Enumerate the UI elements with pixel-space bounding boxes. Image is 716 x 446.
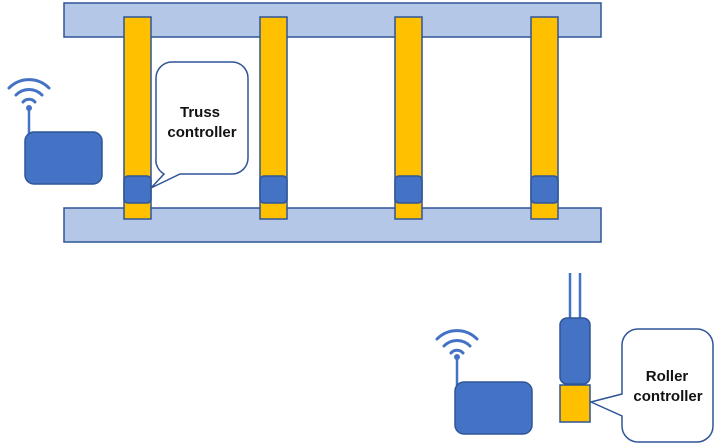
truss-callout-line1: Truss [180, 104, 220, 121]
top-rail [63, 2, 602, 38]
wifi-icon [435, 329, 479, 355]
gateway-right [435, 329, 533, 435]
truss-callout-line2: controller [167, 124, 236, 141]
callout-bubble [150, 61, 249, 189]
gateway-left [7, 78, 103, 185]
truss-1 [123, 16, 152, 220]
truss-controller-module [259, 175, 288, 204]
roller-assembly [559, 273, 591, 423]
roller-controller-module [559, 384, 591, 423]
wifi-icon [7, 78, 51, 104]
truss-3 [394, 16, 423, 220]
roller-callout-line2: controller [633, 388, 702, 405]
gateway-box [24, 131, 103, 185]
gateway-box [454, 381, 533, 435]
roller-motor [559, 317, 591, 385]
roller-controller-callout: Roller controller [588, 328, 714, 443]
truss-controller-module [530, 175, 559, 204]
truss-2 [259, 16, 288, 220]
truss-controller-module [123, 175, 152, 204]
bottom-rail [63, 207, 602, 243]
truss-controller-callout: Truss controller [150, 61, 249, 189]
roller-callout-line1: Roller [646, 368, 689, 385]
truss-controller-module [394, 175, 423, 204]
callout-bubble [588, 328, 714, 443]
truss-4 [530, 16, 559, 220]
